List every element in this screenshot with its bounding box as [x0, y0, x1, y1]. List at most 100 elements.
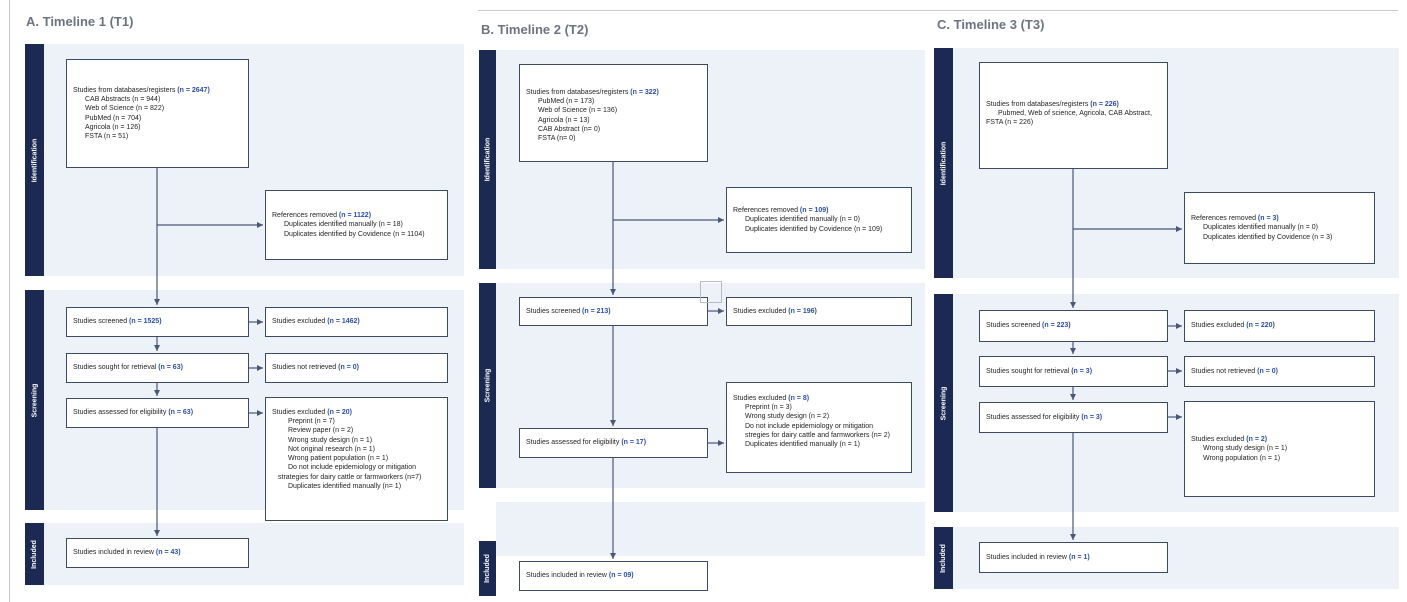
- panel-c-screening-label: Screening: [934, 294, 953, 512]
- source-item: FSTA (n= 0): [538, 135, 576, 143]
- removed-item: Duplicates identified by Covidence (n = …: [745, 225, 883, 233]
- box-heading: Studies excluded (n = 1462): [272, 318, 360, 326]
- references-removed-box: References removed (n = 109) Duplicates …: [726, 187, 912, 253]
- studies-excluded-screening-box: Studies excluded (n = 220): [1184, 310, 1375, 342]
- exclusion-reasons-list: Preprint (n = 3) Wrong study design (n =…: [733, 403, 905, 449]
- records-identified-box: Studies from databases/registers (n = 26…: [66, 59, 249, 168]
- studies-excluded-eligibility-box: Studies excluded (n = 8) Preprint (n = 3…: [726, 382, 912, 473]
- exclusion-reason: Review paper (n = 2): [288, 427, 354, 435]
- removed-item: Duplicates identified manually (n = 0): [1203, 224, 1318, 232]
- panel-b-screening-label: Screening: [479, 283, 496, 488]
- removed-item: Duplicates identified by Covidence (n = …: [284, 230, 425, 238]
- source-item: CAB Abstract (n= 0): [538, 125, 601, 133]
- stage-label: Identification: [31, 138, 38, 182]
- box-heading: Studies included in review (n = 1): [986, 553, 1090, 561]
- references-removed-box: References removed (n = 1122) Duplicates…: [265, 190, 448, 260]
- exclusion-reason: Wrong patient population (n = 1): [288, 455, 389, 463]
- records-identified-box: Studies from databases/registers (n = 22…: [979, 62, 1168, 169]
- box-heading: Studies not retrieved (n = 0): [1191, 367, 1278, 375]
- studies-assessed-box: Studies assessed for eligibility (n = 17…: [519, 428, 708, 458]
- panel-c-title: C. Timeline 3 (T3): [937, 17, 1045, 32]
- exclusion-reason: Duplicates identified manually (n= 1): [288, 482, 402, 490]
- box-heading: References removed (n = 1122): [272, 212, 372, 220]
- box-heading: Studies from databases/registers (n = 26…: [73, 87, 210, 94]
- exclusion-reason: Not original research (n = 1): [288, 445, 375, 453]
- source-list: PubMed (n = 173) Web of Science (n = 136…: [526, 97, 701, 143]
- references-removed-box: References removed (n = 3) Duplicates id…: [1184, 192, 1375, 264]
- panel-b-title: B. Timeline 2 (T2): [481, 22, 589, 37]
- panel-a-included-label: Included: [25, 523, 44, 585]
- stage-label: Screening: [31, 383, 39, 417]
- panel-b-top-border: [478, 10, 1398, 11]
- panel-a-screening-label: Screening: [25, 290, 44, 510]
- studies-excluded-screening-box: Studies excluded (n = 1462): [265, 307, 448, 337]
- studies-screened-box: Studies screened (n = 223): [979, 310, 1168, 342]
- source-item: FSTA (n = 51): [85, 133, 129, 141]
- source-item: PubMed (n = 704): [85, 114, 142, 122]
- box-heading: Studies from databases/registers (n = 32…: [526, 89, 659, 96]
- panel-a-left-border: [9, 0, 10, 602]
- panel-c-included-label: Included: [934, 527, 953, 589]
- exclusion-reason: Wrong study design (n = 2): [745, 413, 830, 421]
- studies-screened-box: Studies screened (n = 1525): [66, 307, 249, 337]
- panel-a-title: A. Timeline 1 (T1): [26, 14, 134, 29]
- source-item: Agricola (n = 126): [85, 123, 141, 131]
- stage-label: Identification: [940, 141, 947, 185]
- stage-label: Included: [31, 539, 38, 569]
- stage-label: Screening: [484, 368, 492, 403]
- box-heading: Studies included in review (n = 43): [73, 549, 181, 557]
- box-heading: Studies excluded (n = 196): [733, 307, 817, 315]
- studies-not-retrieved-box: Studies not retrieved (n = 0): [265, 353, 448, 383]
- box-heading: Studies not retrieved (n = 0): [272, 364, 359, 372]
- studies-excluded-screening-box: Studies excluded (n = 196): [726, 297, 912, 326]
- studies-excluded-eligibility-box: Studies excluded (n = 20) Preprint (n = …: [265, 397, 448, 521]
- exclusion-reason: stregies for dairy cattle and farmworker…: [745, 431, 890, 439]
- removed-list: Duplicates identified manually (n = 18) …: [272, 220, 441, 238]
- stage-label: Included: [484, 554, 491, 583]
- stage-label: Screening: [940, 386, 948, 420]
- box-heading: Studies assessed for eligibility (n = 3): [986, 413, 1103, 421]
- panel-b-included-label: Included: [479, 541, 496, 596]
- panel-a-identification-label: Identification: [25, 44, 44, 276]
- source-item: Web of Science (n = 136): [538, 107, 618, 115]
- studies-excluded-eligibility-box: Studies excluded (n = 2) Wrong study des…: [1184, 401, 1375, 497]
- box-heading: Studies excluded (n = 20): [272, 409, 352, 416]
- studies-assessed-box: Studies assessed for eligibility (n = 3): [979, 402, 1168, 433]
- exclusion-reason: Duplicates identified manually (n = 1): [745, 441, 860, 449]
- exclusion-reason: Wrong study design (n = 1): [288, 436, 373, 444]
- removed-item: Duplicates identified by Covidence (n = …: [1203, 233, 1333, 241]
- exclusion-reason: Do not include epidemiology or mitigatio…: [288, 464, 417, 472]
- box-heading: Studies screened (n = 213): [526, 307, 611, 315]
- removed-list: Duplicates identified manually (n = 0) D…: [733, 215, 905, 233]
- panel-b-spacer-band: [496, 502, 925, 556]
- studies-included-box: Studies included in review (n = 43): [66, 538, 249, 568]
- panel-b-identification-label: Identification: [479, 50, 496, 269]
- box-heading: Studies sought for retrieval (n = 63): [73, 364, 183, 372]
- box-heading: Studies from databases/registers (n = 22…: [986, 101, 1119, 108]
- stage-label: Identification: [484, 137, 491, 182]
- source-list: Pubmed, Web of science, Agricola, CAB Ab…: [986, 109, 1161, 127]
- source-item: PubMed (n = 173): [538, 98, 595, 106]
- box-heading: Studies assessed for eligibility (n = 17…: [526, 439, 647, 447]
- studies-sought-box: Studies sought for retrieval (n = 3): [979, 356, 1168, 387]
- removed-list: Duplicates identified manually (n = 0) D…: [1191, 223, 1368, 241]
- selection-marker: [700, 281, 722, 303]
- box-heading: References removed (n = 109): [733, 207, 829, 215]
- box-heading: Studies sought for retrieval (n = 3): [986, 367, 1093, 375]
- studies-sought-box: Studies sought for retrieval (n = 63): [66, 353, 249, 383]
- source-item: Agricola (n = 13): [538, 116, 590, 124]
- studies-included-box: Studies included in review (n = 1): [979, 542, 1168, 573]
- box-heading: Studies screened (n = 1525): [73, 318, 162, 326]
- box-heading: Studies excluded (n = 2): [1191, 436, 1268, 444]
- exclusion-reason: Preprint (n = 3): [745, 404, 792, 412]
- removed-item: Duplicates identified manually (n = 0): [745, 216, 860, 224]
- source-item: Pubmed, Web of science, Agricola, CAB Ab…: [998, 110, 1152, 118]
- box-heading: Studies screened (n = 223): [986, 322, 1071, 330]
- source-item: Web of Science (n = 822): [85, 105, 165, 113]
- studies-assessed-box: Studies assessed for eligibility (n = 63…: [66, 398, 249, 428]
- records-identified-box: Studies from databases/registers (n = 32…: [519, 64, 708, 162]
- studies-included-box: Studies included in review (n = 09): [519, 561, 708, 591]
- panel-c-identification-label: Identification: [934, 48, 953, 278]
- source-list: CAB Abstracts (n = 944) Web of Science (…: [73, 95, 242, 141]
- studies-not-retrieved-box: Studies not retrieved (n = 0): [1184, 356, 1375, 387]
